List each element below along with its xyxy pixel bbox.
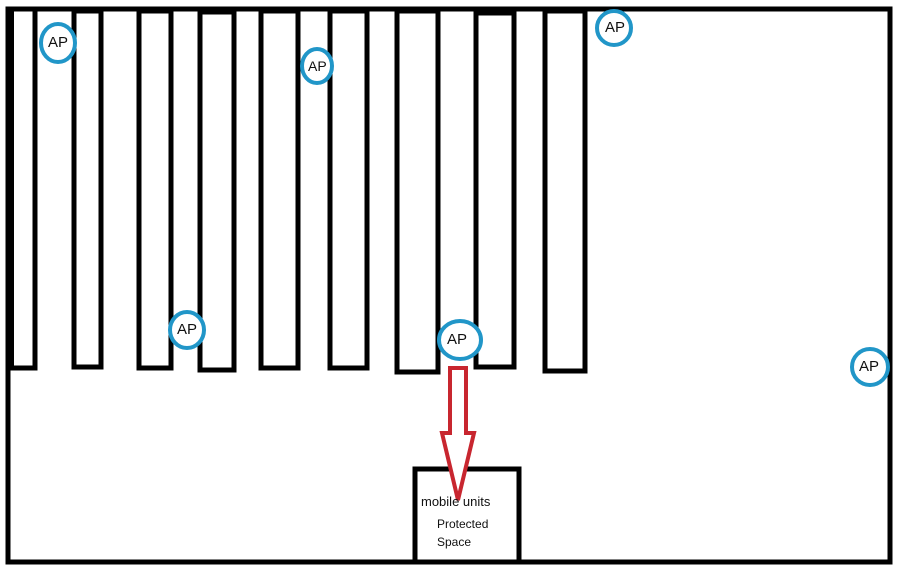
access-point-label-5: AP [447, 331, 468, 348]
access-point-ring-4 [168, 310, 206, 350]
protected-space-label-protected: Protected [437, 517, 489, 531]
access-point-label-3: AP [605, 19, 626, 36]
access-point-ring-2 [300, 47, 334, 85]
rack-6 [327, 8, 370, 371]
access-point-ring-5 [437, 319, 483, 361]
rack-2 [71, 8, 104, 370]
protected-space-label-mobile-units: mobile units [421, 494, 491, 509]
access-point-label-2: AP [308, 58, 327, 74]
access-points [39, 9, 890, 387]
protected-space-box [412, 466, 522, 565]
rack-4 [197, 9, 237, 373]
access-point-ring-3 [595, 9, 633, 47]
rack-7 [394, 8, 441, 375]
rack-8 [473, 10, 517, 370]
rack-rows [7, 6, 588, 375]
protected-space-label-space: Space [437, 535, 472, 549]
access-point-label-6: AP [859, 358, 880, 375]
access-point-label-4: AP [177, 321, 198, 338]
rack-1 [7, 6, 38, 371]
access-point-ring-6 [850, 347, 890, 387]
access-point-label-1: AP [48, 34, 69, 51]
access-point-ring-1 [39, 22, 77, 64]
rack-3 [136, 8, 174, 371]
rack-9 [542, 8, 588, 374]
rack-8-top-cap [476, 9, 514, 15]
rack-5 [258, 8, 301, 371]
arrow-to-protected-space [439, 366, 477, 501]
